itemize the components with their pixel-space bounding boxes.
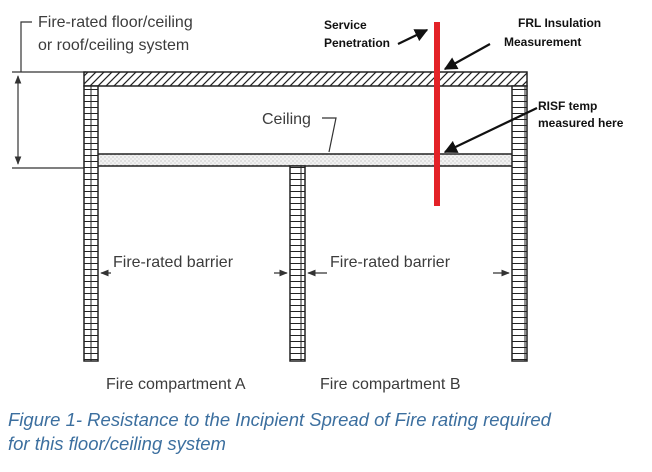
- system-label-line2: or roof/ceiling system: [38, 37, 189, 54]
- left-wall: [83, 85, 99, 362]
- compartment-a-label: Fire compartment A: [106, 376, 246, 393]
- middle-wall: [289, 165, 306, 362]
- floor-slab: [83, 71, 528, 87]
- right-wall: [511, 85, 528, 362]
- risf-label-line2: measured here: [538, 116, 624, 130]
- risf-arrow: [443, 107, 538, 153]
- caption-line2: for this floor/ceiling system: [8, 433, 226, 454]
- barrier-left-label: Fire-rated barrier: [113, 254, 234, 271]
- risf-label-line1: RISF temp: [538, 99, 597, 113]
- system-label-line1: Fire-rated floor/ceiling: [38, 14, 193, 31]
- service-arrow: [397, 29, 429, 45]
- compartment-b-label: Fire compartment B: [320, 376, 460, 393]
- caption-line1: Figure 1- Resistance to the Incipient Sp…: [8, 409, 551, 430]
- frl-label-line1: FRL Insulation: [518, 16, 601, 30]
- barrier-right-label: Fire-rated barrier: [330, 254, 451, 271]
- frl-arrow: [443, 43, 491, 70]
- frl-label-line2: Measurement: [504, 35, 581, 49]
- service-label-line2: Penetration: [324, 36, 390, 50]
- system-bracket: [20, 21, 32, 72]
- service-label-line1: Service: [324, 18, 367, 32]
- figure-caption: Figure 1- Resistance to the Incipient Sp…: [8, 408, 648, 456]
- ceiling-label: Ceiling: [262, 111, 311, 128]
- ceiling-leader: [322, 117, 337, 153]
- ceiling-layer: [96, 153, 515, 167]
